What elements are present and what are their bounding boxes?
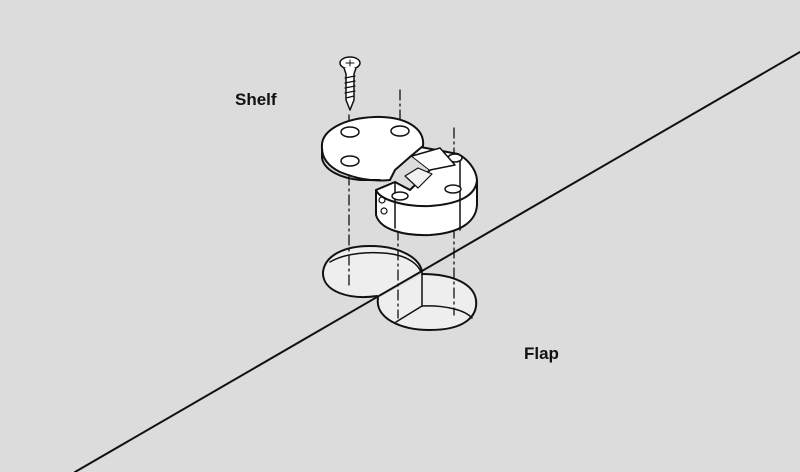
shelf-flap-edge-line [74,51,800,472]
screw-icon [339,56,361,111]
plate-hole-3 [340,155,360,167]
plate-hole-1 [340,126,360,138]
cylinder-hinge [375,145,478,237]
plate-hole-2 [390,125,410,137]
shelf-label: Shelf [235,90,277,109]
flap-label: Flap [524,344,559,363]
round-plate [320,115,425,182]
flap-bore-hole [376,273,478,331]
